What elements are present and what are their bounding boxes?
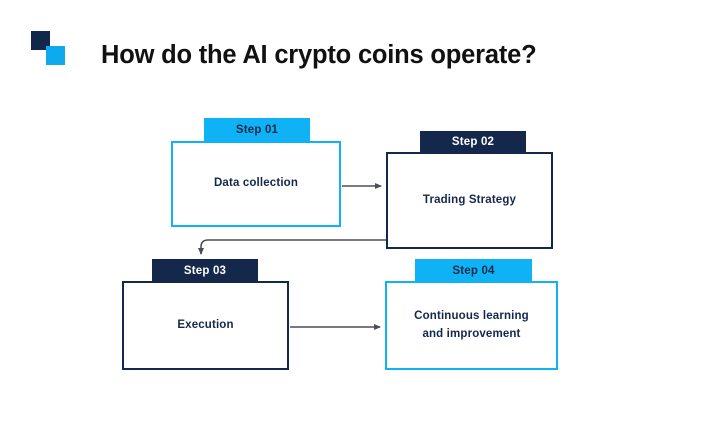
step-03-tab-label: Step 03	[183, 264, 227, 277]
step-03-body[interactable]: Execution	[122, 281, 289, 370]
step-02-tab[interactable]: Step 02	[420, 131, 526, 153]
logo-mark	[31, 31, 71, 71]
step-02-body[interactable]: Trading Strategy	[386, 152, 553, 249]
step-04-body-label-line2: and improvement	[422, 327, 521, 340]
logo-square-dark-icon	[31, 31, 50, 50]
step-01-body-label: Data collection	[213, 177, 299, 190]
step-04-body[interactable]: Continuous learning and improvement	[385, 281, 558, 370]
step-04-body-label-line1: Continuous learning	[414, 309, 529, 322]
step-01-tab[interactable]: Step 01	[204, 118, 310, 141]
step-04-body-label: Continuous learning and improvement	[414, 308, 529, 344]
step-03-tab[interactable]: Step 03	[152, 259, 258, 282]
step-04-tab-label: Step 04	[452, 264, 495, 277]
page-title: How do the AI crypto coins operate?	[101, 41, 537, 69]
step-01-body[interactable]: Data collection	[171, 141, 341, 227]
logo-square-light-icon	[46, 46, 65, 65]
step-04-tab[interactable]: Step 04	[415, 259, 532, 282]
arrow-step02-to-step03	[198, 239, 386, 255]
step-03-body-label: Execution	[177, 318, 234, 331]
step-02-body-label: Trading Strategy	[422, 193, 517, 206]
step-02-tab-label: Step 02	[451, 136, 495, 148]
step-01-tab-label: Step 01	[235, 123, 279, 136]
